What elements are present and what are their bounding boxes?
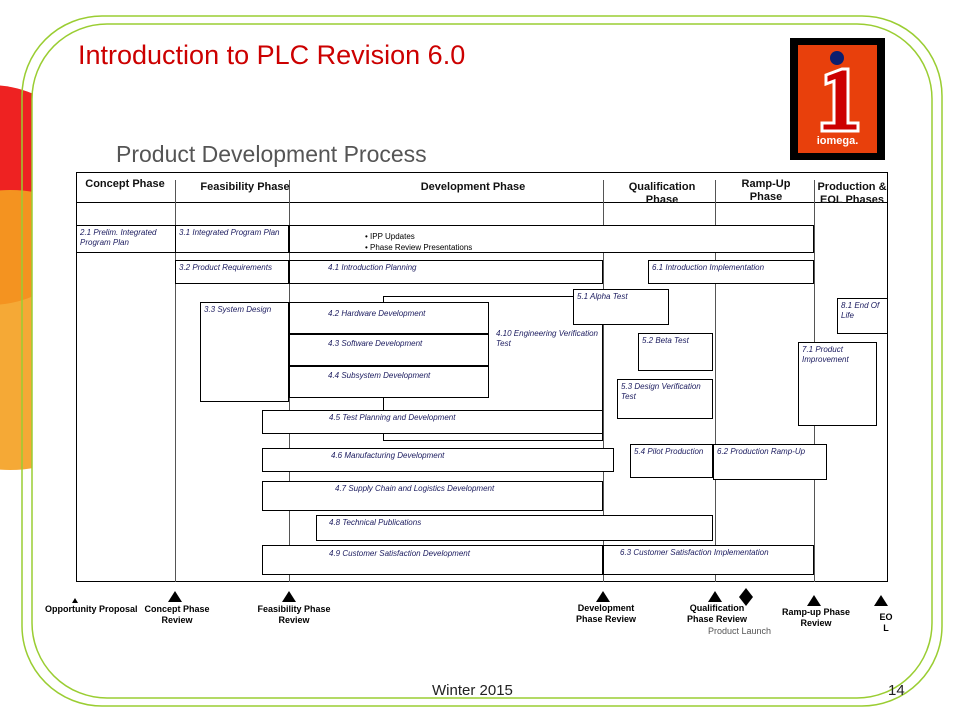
- frame-outer: [21, 15, 943, 707]
- milestone-qualification-review: Qualification Phase Review: [686, 603, 748, 624]
- iomega-logo: iomega.: [790, 38, 885, 160]
- milestone-triangle-icon: [874, 595, 888, 606]
- milestone-triangle-icon: [72, 598, 78, 603]
- ipp-updates-text: • IPP Updates: [365, 232, 415, 241]
- task-4-2: 4.2 Hardware Development: [289, 302, 489, 334]
- milestone-triangle-icon: [168, 591, 182, 602]
- task-5-4: 5.4 Pilot Production: [630, 444, 713, 478]
- milestone-opportunity: Opportunity Proposal: [45, 604, 138, 614]
- slide-title: Introduction to PLC Revision 6.0: [78, 40, 466, 70]
- task-8-1: 8.1 End Of Life: [837, 298, 888, 334]
- phase-line-qualification: [715, 180, 716, 582]
- task-3-3: 3.3 System Design: [200, 302, 289, 402]
- milestone-triangle-icon: [708, 591, 722, 602]
- phase-header-rampup: Ramp-Up Phase: [741, 178, 791, 203]
- task-6-3: 6.3 Customer Satisfaction Implementation: [603, 545, 814, 575]
- milestone-eol: EOL: [879, 612, 893, 633]
- logo-wordmark: iomega.: [816, 135, 859, 147]
- milestone-development-review: Development Phase Review: [575, 603, 637, 624]
- milestone-concept-review: Concept Phase Review: [144, 604, 210, 625]
- product-launch-diamond-icon: [739, 588, 753, 606]
- page-number: 14: [888, 682, 905, 699]
- phase-header-qualification: Qualification Phase: [628, 181, 696, 206]
- milestone-triangle-icon: [282, 591, 296, 602]
- phase-line-concept: [175, 180, 176, 582]
- ipp-bar: • IPP Updates • Phase Review Presentatio…: [289, 225, 814, 253]
- milestone-rampup-review: Ramp-up Phase Review: [781, 607, 850, 628]
- task-6-1: 6.1 Introduction Implementation: [648, 260, 814, 284]
- phase-line-development: [603, 180, 604, 582]
- milestone-feasibility-review: Feasibility Phase Review: [257, 604, 331, 625]
- logo-dot: [830, 51, 844, 65]
- slide-subtitle: Product Development Process: [116, 141, 427, 167]
- task-6-2: 6.2 Production Ramp-Up: [713, 444, 827, 480]
- diagram-frame: [76, 172, 888, 582]
- task-4-4: 4.4 Subsystem Development: [289, 366, 489, 398]
- milestone-product-launch: Product Launch: [708, 626, 772, 636]
- task-4-9: 4.9 Customer Satisfaction Development: [262, 545, 603, 575]
- task-4-1: 4.1 Introduction Planning: [289, 260, 603, 284]
- phase-review-text: • Phase Review Presentations: [365, 243, 473, 252]
- task-3-2: 3.2 Product Requirements: [175, 260, 289, 284]
- phase-header-development: Development Phase: [420, 181, 526, 193]
- footer-text: Winter 2015: [432, 682, 513, 699]
- phase-header-feasibility: Feasibility Phase: [200, 181, 290, 193]
- phase-header-production: Production & EOL Phases: [817, 181, 887, 206]
- task-4-3: 4.3 Software Development: [289, 334, 489, 366]
- task-4-8: 4.8 Technical Publications: [316, 515, 713, 541]
- phase-header-concept: Concept Phase: [85, 178, 165, 190]
- milestone-triangle-icon: [807, 595, 821, 606]
- task-4-5: 4.5 Test Planning and Development: [262, 410, 603, 434]
- task-5-2: 5.2 Beta Test: [638, 333, 713, 371]
- task-4-7: 4.7 Supply Chain and Logistics Developme…: [262, 481, 603, 511]
- logo-panel: iomega.: [798, 45, 877, 153]
- task-5-1: 5.1 Alpha Test: [573, 289, 669, 325]
- header-divider: [76, 202, 888, 203]
- logo-numeral-icon: [820, 67, 860, 133]
- task-2-1: 2.1 Prelim. Integrated Program Plan: [76, 225, 176, 253]
- task-4-6: 4.6 Manufacturing Development: [262, 448, 614, 472]
- task-5-3: 5.3 Design Verification Test: [617, 379, 713, 419]
- task-7-1: 7.1 Product Improvement: [798, 342, 877, 426]
- milestone-triangle-icon: [596, 591, 610, 602]
- task-3-1: 3.1 Integrated Program Plan: [175, 225, 289, 253]
